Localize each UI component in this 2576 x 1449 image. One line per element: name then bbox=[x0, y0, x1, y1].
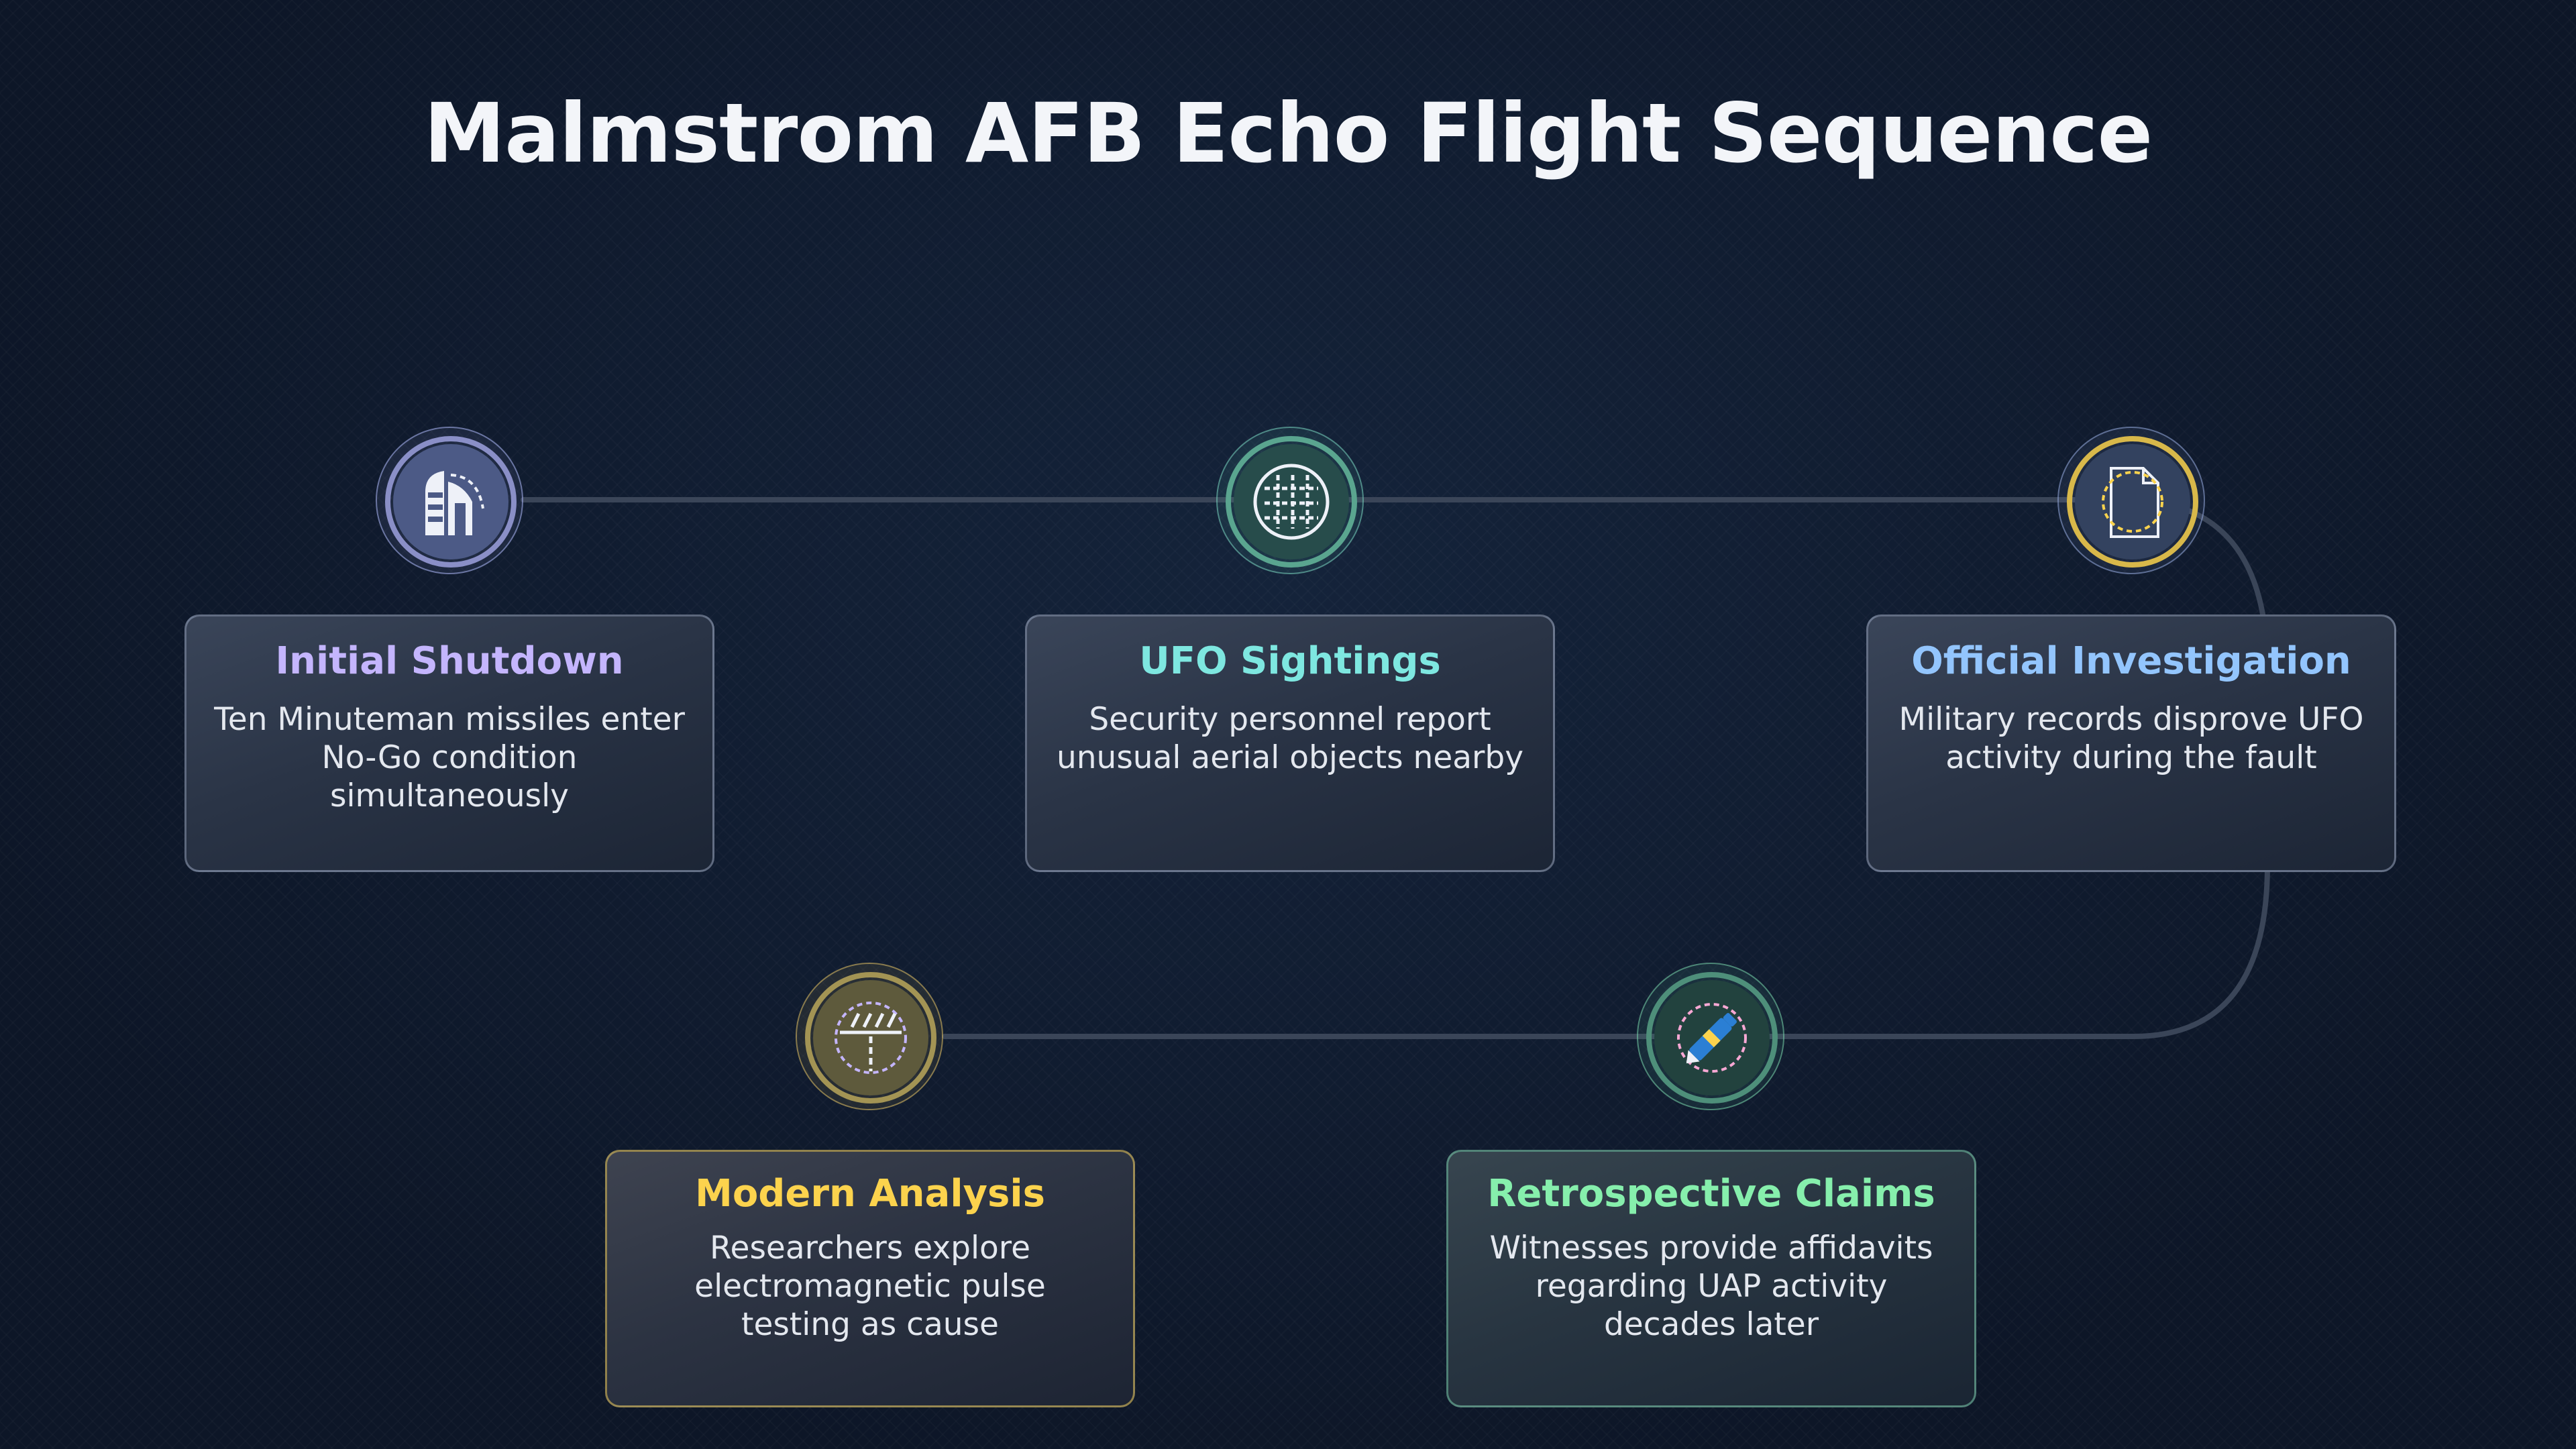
step-3-description-line: Military records disprove UFO bbox=[1898, 701, 2364, 738]
step-3-title: Official Investigation bbox=[1911, 639, 2351, 683]
step-5-description-line: Witnesses provide affidavits bbox=[1489, 1230, 1933, 1267]
step-1-description: Ten Minuteman missiles enter No-Go condi… bbox=[207, 700, 692, 815]
step-5-description-line: regarding UAP activity bbox=[1535, 1268, 1888, 1305]
step-1-title: Initial Shutdown bbox=[275, 639, 624, 683]
step-4-title: Modern Analysis bbox=[695, 1172, 1045, 1216]
page-title: Malmstrom AFB Echo Flight Sequence bbox=[423, 86, 2153, 181]
step-2-node bbox=[1216, 427, 1364, 574]
step-3-node bbox=[2057, 427, 2205, 574]
pen-icon bbox=[1677, 1003, 1747, 1073]
step-1-description-line: Ten Minuteman missiles enter bbox=[214, 701, 685, 738]
step-2-title: UFO Sightings bbox=[1139, 639, 1441, 683]
step-4-node bbox=[796, 963, 943, 1110]
step-5-card: Retrospective Claims Witnesses provide a… bbox=[1446, 1150, 1976, 1407]
step-1-card: Initial Shutdown Ten Minuteman missiles … bbox=[184, 614, 714, 872]
step-1-description-line: No-Go condition simultaneously bbox=[321, 739, 578, 814]
signal-analysis-icon bbox=[835, 1002, 907, 1074]
step-3-card: Official Investigation Military records … bbox=[1866, 614, 2396, 872]
step-2-card: UFO Sightings Security personnel report … bbox=[1025, 614, 1555, 872]
step-4-description-line: testing as cause bbox=[741, 1306, 999, 1343]
circuit-grid-icon bbox=[1253, 464, 1330, 540]
missile-silo-icon bbox=[425, 471, 484, 535]
step-5-description-line: decades later bbox=[1603, 1306, 1819, 1343]
step-2-description-line: unusual aerial objects nearby bbox=[1056, 739, 1524, 776]
step-3-description: Military records disprove UFO activity d… bbox=[1888, 700, 2374, 777]
step-4-card: Modern Analysis Researchers explore elec… bbox=[605, 1150, 1135, 1407]
step-1-node bbox=[376, 427, 523, 574]
step-4-description-line: electromagnetic pulse bbox=[694, 1268, 1046, 1305]
step-2-description: Security personnel report unusual aerial… bbox=[1047, 700, 1533, 777]
step-3-description-line: activity during the fault bbox=[1945, 739, 2317, 776]
step-4-description: Researchers explore electromagnetic puls… bbox=[627, 1229, 1113, 1344]
step-5-node bbox=[1637, 963, 1784, 1110]
step-5-title: Retrospective Claims bbox=[1487, 1172, 1935, 1216]
step-5-description: Witnesses provide affidavits regarding U… bbox=[1468, 1229, 1954, 1344]
document-icon bbox=[2102, 467, 2163, 538]
step-2-description-line: Security personnel report bbox=[1089, 701, 1491, 738]
step-4-description-line: Researchers explore bbox=[709, 1230, 1030, 1267]
